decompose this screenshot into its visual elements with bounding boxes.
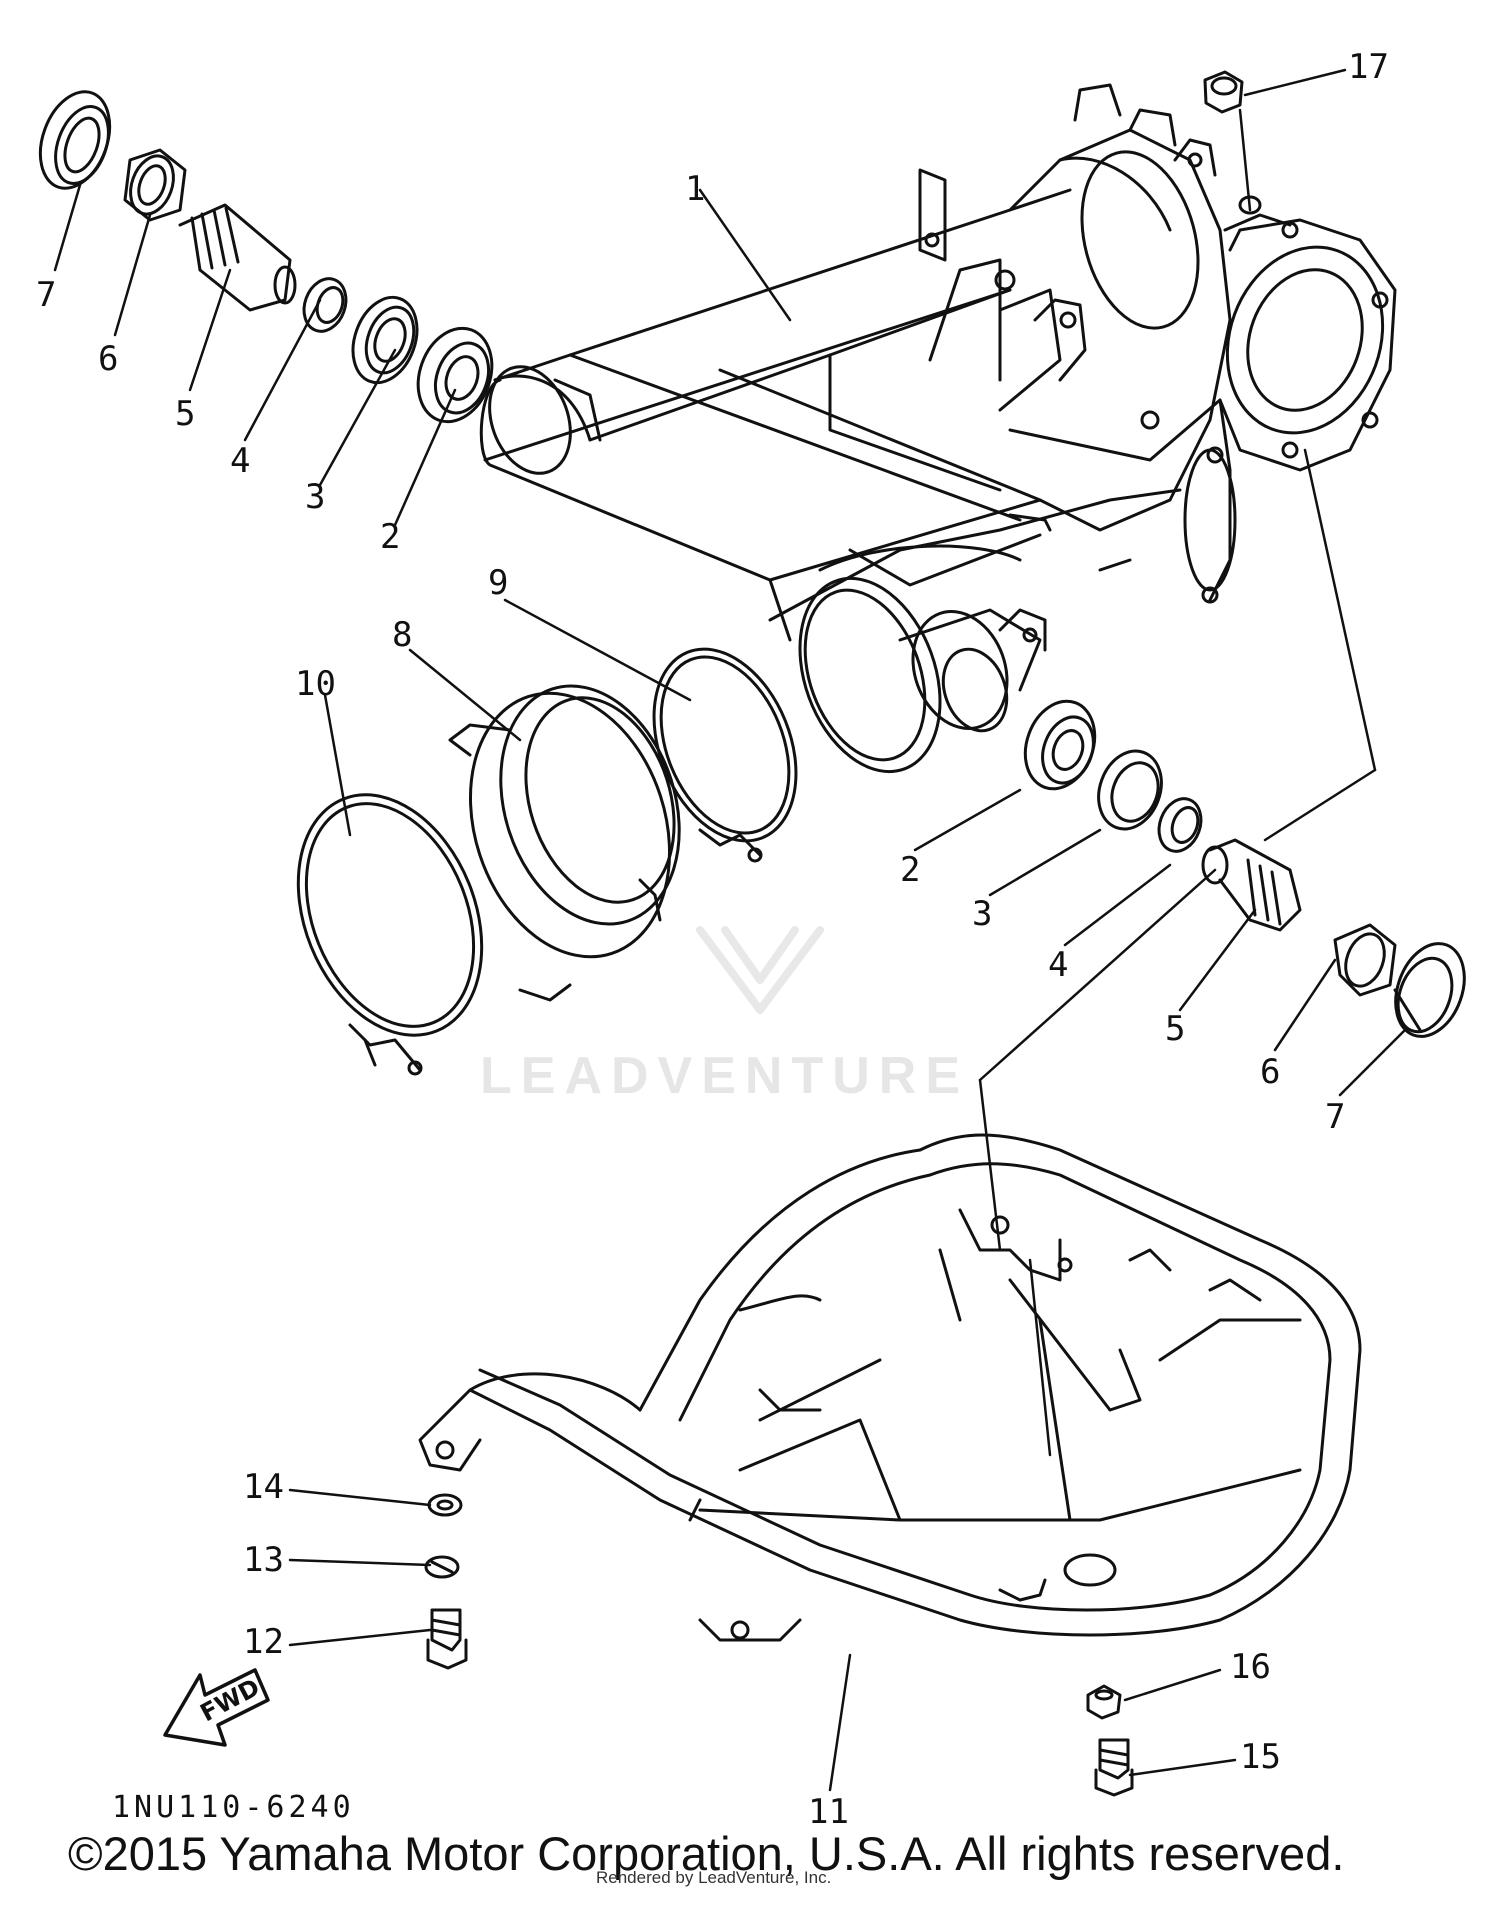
- callout-16: 16: [1230, 1647, 1271, 1687]
- callout-6-right: 6: [1260, 1052, 1281, 1092]
- diagram-part-code: 1NU110-6240: [112, 1790, 355, 1825]
- callout-3-right: 3: [972, 894, 993, 934]
- rendered-by-note: Rendered by LeadVenture, Inc.: [596, 1868, 832, 1887]
- callout-8: 8: [392, 615, 413, 655]
- right-bearing-stack: [1023, 699, 1466, 1038]
- band-9: [652, 647, 798, 863]
- copyright-notice: ©2015 Yamaha Motor Corporation, U.S.A. A…: [68, 1827, 1345, 1880]
- fasteners: [424, 1493, 1134, 1797]
- watermark-logo: [696, 926, 824, 1014]
- callout-12: 12: [243, 1622, 284, 1662]
- nut-17: [1203, 70, 1244, 114]
- fwd-arrow-icon: FWD: [163, 1668, 270, 1747]
- callout-2-right: 2: [900, 850, 921, 890]
- leader-lines: [53, 68, 1407, 1792]
- callout-5-left: 5: [175, 394, 196, 434]
- callout-13: 13: [243, 1540, 284, 1580]
- callout-1: 1: [685, 169, 706, 209]
- skid-plate-11: [418, 1133, 1362, 1642]
- callout-7-right: 7: [1325, 1097, 1346, 1137]
- callout-14: 14: [243, 1467, 284, 1507]
- band-10: [296, 793, 484, 1076]
- callout-3-left: 3: [305, 477, 326, 517]
- callout-17: 17: [1348, 47, 1389, 87]
- callout-4-right: 4: [1048, 945, 1069, 985]
- callout-7-left: 7: [36, 275, 57, 315]
- callout-5-right: 5: [1165, 1009, 1186, 1049]
- left-bearing-stack: [38, 90, 494, 424]
- callout-9: 9: [488, 563, 509, 603]
- callout-2-left: 2: [380, 517, 401, 557]
- callout-10: 10: [295, 664, 336, 704]
- callout-6-left: 6: [98, 339, 119, 379]
- callout-11: 11: [808, 1792, 849, 1832]
- callout-4-left: 4: [230, 441, 251, 481]
- watermark-text: LEADVENTURE: [480, 1047, 970, 1105]
- swingarm: [479, 83, 1397, 774]
- callout-15: 15: [1240, 1737, 1281, 1777]
- boot-8: [448, 684, 681, 1002]
